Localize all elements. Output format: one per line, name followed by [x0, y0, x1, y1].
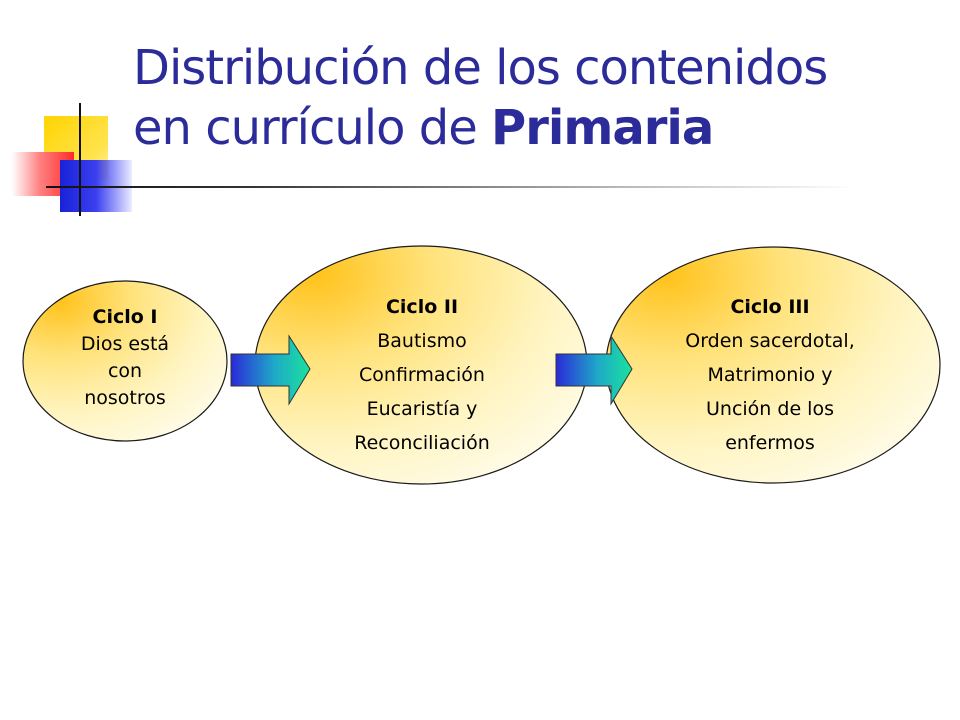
- title-line-2-text: en currículo de: [133, 100, 492, 156]
- node-line: Confirmación: [359, 364, 485, 386]
- node-line: Eucaristía y: [366, 398, 478, 420]
- slide-title: Distribución de los contenidos en curríc…: [133, 38, 933, 158]
- title-line-1: Distribución de los contenidos: [133, 40, 828, 96]
- node-line: Reconciliación: [354, 432, 490, 454]
- node-ellipse-ciclo-i: [22, 280, 228, 442]
- node-line: Dios está: [80, 333, 170, 355]
- node-ciclo-iii: Ciclo III Orden sacerdotal, Matrimonio y…: [625, 290, 915, 460]
- node-ciclo-ii: Ciclo II Bautismo Confirmación Eucaristí…: [272, 290, 572, 460]
- node-line: Matrimonio y: [707, 364, 833, 386]
- node-line: nosotros: [84, 387, 166, 409]
- decorative-vertical-line: [79, 103, 81, 216]
- node-ciclo-i: Ciclo I Dios está con nosotros: [30, 304, 220, 412]
- node-line: enfermos: [725, 432, 815, 454]
- node-line: Unción de los: [706, 398, 834, 420]
- arrow-ciclo-i-to-ii: [230, 334, 311, 406]
- node-line: con: [107, 360, 143, 382]
- node-line: Orden sacerdotal,: [685, 330, 855, 352]
- title-line-2: en currículo de Primaria: [133, 98, 933, 158]
- title-underline: [46, 186, 856, 188]
- node-heading: Ciclo I: [92, 306, 158, 328]
- arrow-ciclo-ii-to-iii: [555, 334, 633, 406]
- node-heading: Ciclo II: [385, 296, 459, 318]
- title-line-2-bold: Primaria: [491, 100, 714, 156]
- node-line: Bautismo: [377, 330, 467, 352]
- node-heading: Ciclo III: [730, 296, 810, 318]
